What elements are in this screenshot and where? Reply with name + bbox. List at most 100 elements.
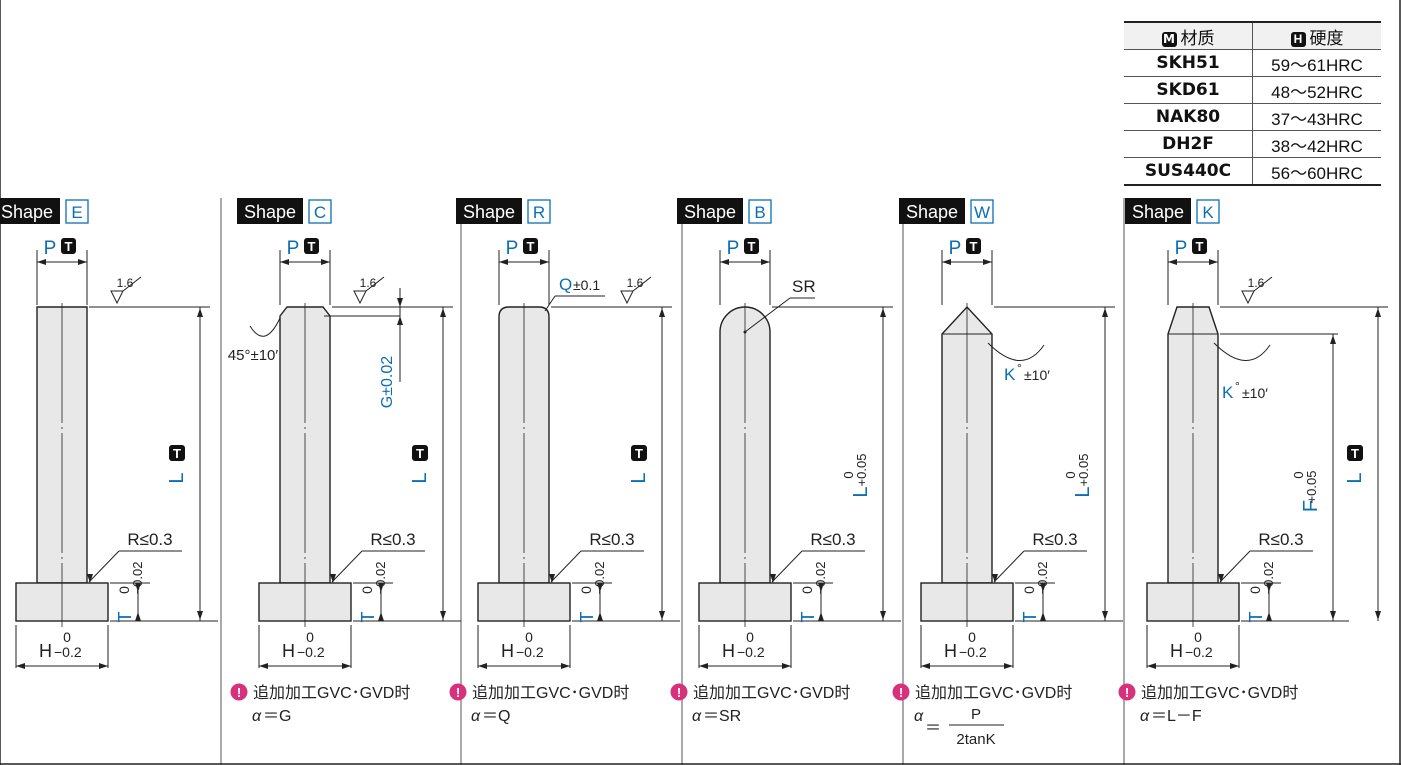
l-tol-lower: 0 [1063, 471, 1078, 478]
h-tol-lower: −0.2 [959, 644, 987, 660]
t-arrow [818, 583, 824, 592]
t-tol-upper: 0 [578, 586, 594, 594]
l-arrow [880, 611, 886, 620]
warning-icon-glyph: ! [456, 685, 460, 700]
material-cell: SUS440C [1124, 157, 1253, 186]
l-arrow [1375, 308, 1381, 317]
p-t-badge: T [1196, 239, 1204, 254]
alpha-formula: ＝ [925, 720, 941, 737]
alpha-symbol: α [692, 708, 702, 725]
shape-code: K [1202, 203, 1214, 222]
shape-title-bg [456, 198, 522, 224]
arrowhead [699, 663, 708, 669]
p-label: P [44, 238, 57, 259]
material-cell: DH2F [1124, 130, 1253, 158]
k-label: K [1004, 365, 1016, 384]
material-cell: NAK80 [1124, 103, 1253, 131]
l-t-badge: T [1351, 446, 1359, 461]
arrowhead [280, 259, 289, 265]
sr-label: SR [792, 277, 816, 296]
h-tol-lower: −0.2 [737, 644, 765, 660]
arrowhead [561, 663, 570, 669]
shape-code-box [65, 199, 89, 224]
l-arrow [880, 308, 886, 317]
t-tol-upper: 0 [1021, 586, 1037, 594]
p-t-badge-bg [966, 238, 981, 254]
t-tol-upper: 0 [799, 586, 815, 594]
p-t-badge: T [970, 239, 978, 254]
arrowhead [720, 259, 729, 265]
arrowhead [1209, 259, 1218, 265]
p-label: P [727, 238, 740, 259]
shape-code-box [748, 199, 772, 224]
arrowhead [782, 663, 791, 669]
alpha-formula-num: P [971, 706, 981, 723]
p-t-badge-bg [744, 238, 759, 254]
t-label: T [115, 612, 135, 623]
fillet-leader [771, 550, 803, 583]
l-arrow [440, 611, 446, 620]
arrowhead [761, 259, 770, 265]
t-label: T [798, 612, 818, 623]
arrowhead [99, 663, 108, 669]
l-arrow [197, 611, 203, 620]
t-tol-lower: −0.02 [1035, 562, 1050, 595]
chamfer-angle-arc [249, 317, 281, 337]
fillet-arrow [87, 574, 93, 583]
fillet-radius-label: R≤0.3 [370, 530, 415, 549]
fillet-radius-label: R≤0.3 [810, 530, 855, 549]
f-arrow [1330, 335, 1336, 344]
fillet-arrow [330, 574, 336, 583]
shape-title-bg [237, 198, 303, 224]
k-tolerance: ±10′ [1024, 367, 1050, 383]
l-arrow [440, 308, 446, 317]
shape-title: Shape [684, 202, 736, 222]
h-tol-upper: 0 [63, 629, 71, 645]
shape-code: C [314, 203, 326, 222]
t-tol-lower: −0.02 [373, 562, 388, 595]
shape-title: Shape [1, 202, 53, 222]
l-tol-upper: +0.05 [854, 454, 869, 487]
shape-title: Shape [244, 202, 296, 222]
h-label: H [722, 641, 735, 661]
h-badge: H [1290, 31, 1306, 47]
t-arrow [378, 612, 384, 621]
t-tol-lower: −0.02 [592, 562, 607, 595]
alpha-formula: ＝SR [703, 708, 741, 725]
roughness-symbol [353, 276, 385, 305]
roughness-value: 1.6 [117, 276, 134, 290]
warning-icon [1118, 683, 1136, 701]
t-label: T [358, 612, 378, 623]
t-label: T [577, 612, 597, 623]
t-arrow [597, 583, 603, 592]
alpha-formula: ＝Q [482, 708, 510, 725]
hardness-cell: 38～42HRC [1252, 130, 1381, 158]
shape-code: E [71, 203, 82, 222]
h-label: H [39, 641, 52, 661]
l-arrow [197, 308, 203, 317]
p-t-badge-bg [61, 238, 76, 254]
t-arrow [818, 612, 824, 621]
shape-title: Shape [463, 202, 515, 222]
arrowhead [921, 663, 930, 669]
h-tol-upper: 0 [306, 629, 314, 645]
arrowhead [16, 663, 25, 669]
warning-icon-glyph: ! [677, 685, 681, 700]
roughness-value: 1.6 [627, 276, 644, 290]
h-tol-upper: 0 [525, 629, 533, 645]
fillet-arrow [1218, 574, 1224, 583]
l-t-badge-bg [631, 445, 647, 461]
arrowhead [259, 663, 268, 669]
warning-icon-glyph: ! [1125, 685, 1129, 700]
p-t-badge: T [748, 239, 756, 254]
arrowhead [1168, 259, 1177, 265]
shape-code-box [308, 199, 332, 224]
shape-title-bg [899, 198, 965, 224]
h-label: H [282, 641, 295, 661]
arrowhead [1230, 663, 1239, 669]
